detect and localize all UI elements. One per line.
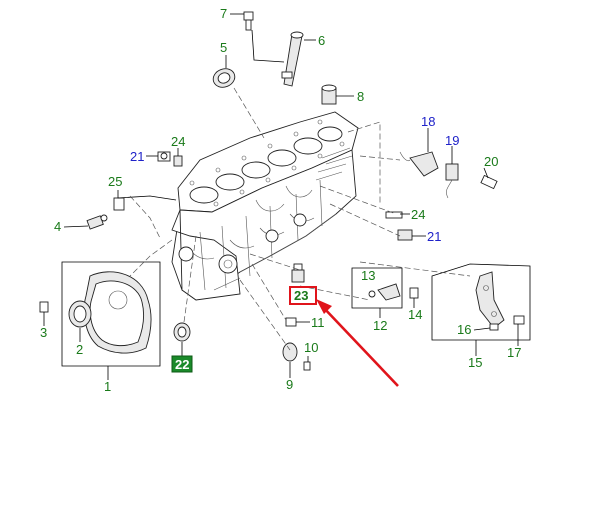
callout-19: 19 xyxy=(445,133,459,148)
callout-1: 1 xyxy=(104,379,111,394)
callout-6: 6 xyxy=(318,33,325,48)
part-17-bolt xyxy=(513,315,525,325)
callout-21-top: 21 xyxy=(130,149,144,164)
part-24-sensor xyxy=(173,155,183,167)
callout-3: 3 xyxy=(40,325,47,340)
part-22-seal xyxy=(173,322,191,342)
red-arrow-head xyxy=(316,299,332,314)
callout-25: 25 xyxy=(108,174,122,189)
engine-block xyxy=(171,111,359,301)
part-9-sensor xyxy=(282,342,298,362)
callout-15: 15 xyxy=(468,355,482,370)
callout-18: 18 xyxy=(421,114,435,129)
part-10-bolt xyxy=(303,361,311,371)
callout-11: 11 xyxy=(311,315,325,330)
part-18-sensor xyxy=(399,151,439,177)
part-5-gasket xyxy=(212,68,236,88)
part-14-bolt xyxy=(409,287,419,299)
callout-17: 17 xyxy=(507,345,521,360)
callout-4: 4 xyxy=(54,219,61,234)
callout-5: 5 xyxy=(220,40,227,55)
part-19-sensor xyxy=(445,163,459,199)
part-2-seal xyxy=(68,300,92,328)
callout-7: 7 xyxy=(220,6,227,21)
callout-24-lower: 24 xyxy=(411,207,425,222)
part-15-bracket xyxy=(475,271,505,329)
part-11-bolt xyxy=(285,317,297,327)
red-arrow-icon xyxy=(321,305,399,387)
part-6-dipstick-tube xyxy=(281,31,304,87)
part-24-pipe xyxy=(385,211,403,219)
callout-23: 23 xyxy=(294,288,308,303)
part-20-bolt xyxy=(480,174,498,190)
callout-labels: 7 6 5 8 18 24 21 19 20 25 4 24 21 13 2 3… xyxy=(40,6,521,394)
group-box-1 xyxy=(61,261,161,367)
group-box-12 xyxy=(351,267,403,309)
part-7-bolt xyxy=(243,11,254,31)
callout-24-top: 24 xyxy=(171,134,185,149)
part-25-plug xyxy=(113,197,125,211)
callout-12: 12 xyxy=(373,318,387,333)
part-12-sensor xyxy=(368,283,401,301)
leader-lines xyxy=(43,13,519,380)
callout-10: 10 xyxy=(304,340,318,355)
part-23-bracket xyxy=(291,263,305,283)
callout-8: 8 xyxy=(357,89,364,104)
group-box-15 xyxy=(431,263,531,341)
callout-22: 22 xyxy=(175,357,189,372)
part-21-fitting xyxy=(157,151,171,162)
callout-20: 20 xyxy=(484,154,498,169)
callout-2: 2 xyxy=(76,342,83,357)
part-1-timing-cover xyxy=(83,271,152,354)
highlight-23 xyxy=(289,286,399,387)
part-3-bolt xyxy=(39,301,49,313)
callout-9: 9 xyxy=(286,377,293,392)
part-8-plug xyxy=(321,84,337,105)
callout-16: 16 xyxy=(457,322,471,337)
callout-21-lower: 21 xyxy=(427,229,441,244)
part-4-sensor xyxy=(86,214,108,230)
part-16-bolt xyxy=(489,323,499,331)
callout-13: 13 xyxy=(361,268,375,283)
boxed-label-22 xyxy=(171,355,193,373)
part-21-plug xyxy=(397,229,413,241)
callout-14: 14 xyxy=(408,307,422,322)
